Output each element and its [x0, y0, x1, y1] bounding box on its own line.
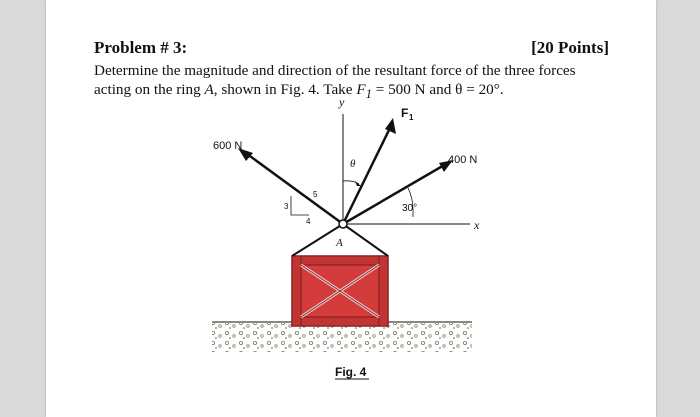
- force-subscript: 1: [365, 87, 372, 102]
- theta-label: θ: [350, 158, 356, 170]
- crate-top-board: [291, 255, 389, 266]
- force-f1-arrowhead: [385, 118, 396, 134]
- statement-line-1: Determine the magnitude and direction of…: [94, 62, 576, 79]
- theta-arc-arrowhead: [355, 181, 361, 186]
- angle-30-label: 30°: [402, 203, 417, 214]
- force-400-label: 400 N: [448, 154, 477, 166]
- theta-arc: [342, 180, 360, 185]
- force-600-arrowhead: [238, 148, 253, 161]
- force-400-arrowhead: [439, 160, 453, 172]
- ring-a: [338, 219, 348, 229]
- crate-bottom-board: [291, 316, 389, 327]
- force-400-line: [342, 162, 447, 226]
- points-label: [20 Points]: [531, 38, 609, 57]
- slope-label-4: 4: [306, 217, 311, 226]
- ground-gravel: [212, 322, 472, 352]
- statement-line-2c: = 500 N and θ = 20°.: [371, 81, 504, 98]
- problem-header: Problem # 3: [20 Points] Determine the m…: [94, 38, 609, 104]
- statement-line-2a: acting on the ring: [94, 81, 205, 98]
- ring-a-label: A: [335, 237, 343, 249]
- force-symbol: F: [356, 81, 366, 98]
- crate-right-board: [378, 255, 389, 327]
- force-f1-label: F: [401, 106, 408, 120]
- force-f1-subscript: 1: [409, 113, 414, 122]
- problem-statement: Determine the magnitude and direction of…: [94, 61, 609, 104]
- problem-title: Problem # 3:: [94, 38, 188, 57]
- statement-line-2b: , shown in Fig. 4. Take: [213, 81, 357, 98]
- slope-label-3: 3: [284, 202, 289, 211]
- force-f1-line: [341, 127, 392, 225]
- figure-caption: Fig. 4: [335, 365, 367, 379]
- crate: [291, 255, 389, 327]
- slope-triangle: [290, 196, 309, 216]
- x-axis-label: x: [473, 218, 480, 232]
- crate-brace-2-edge: [300, 264, 380, 318]
- crate-left-board: [291, 255, 302, 327]
- y-axis-label: y: [338, 95, 345, 109]
- force-600-line: [242, 149, 344, 226]
- ring-name: A: [204, 81, 214, 98]
- angle-30-arc: [407, 187, 414, 211]
- slope-label-5: 5: [313, 190, 318, 199]
- force-600-label: 600 N: [213, 140, 242, 152]
